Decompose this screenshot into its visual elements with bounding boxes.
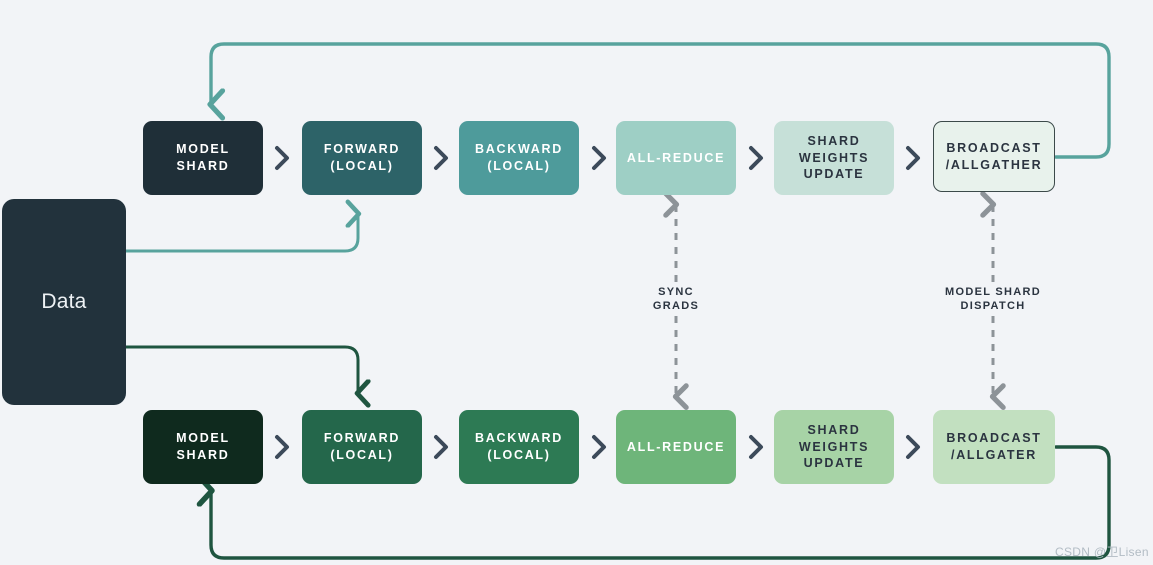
- bottom-model-shard-box[interactable]: MODEL SHARD: [143, 410, 263, 484]
- top-shard-weights-update-box[interactable]: SHARD WEIGHTS UPDATE: [774, 121, 894, 195]
- chevron-right-icon: [272, 143, 294, 173]
- wire-data-to-top-forward: [124, 215, 358, 253]
- wire-data-to-bottom-forward: [124, 345, 358, 392]
- chevron-right-icon: [589, 143, 611, 173]
- bottom-broadcast-allgather-box[interactable]: BROADCAST /ALLGATER: [933, 410, 1055, 484]
- bottom-all-reduce-box[interactable]: ALL-REDUCE: [616, 410, 736, 484]
- chevron-right-icon: [746, 432, 768, 462]
- bottom-forward-local-box[interactable]: FORWARD (LOCAL): [302, 410, 422, 484]
- chevron-right-icon: [431, 432, 453, 462]
- top-broadcast-allgather-box[interactable]: BROADCAST /ALLGATHER: [933, 121, 1055, 192]
- bottom-backward-local-box[interactable]: BACKWARD (LOCAL): [459, 410, 579, 484]
- top-all-reduce-box[interactable]: ALL-REDUCE: [616, 121, 736, 195]
- data-source-box[interactable]: Data: [2, 199, 126, 405]
- model-shard-dispatch-label: MODEL SHARD DISPATCH: [945, 286, 1041, 313]
- chevron-right-icon: [903, 432, 925, 462]
- watermark-text: CSDN @卫Lisen: [1055, 545, 1149, 559]
- top-forward-local-box[interactable]: FORWARD (LOCAL): [302, 121, 422, 195]
- bottom-shard-weights-update-box[interactable]: SHARD WEIGHTS UPDATE: [774, 410, 894, 484]
- chevron-right-icon: [431, 143, 453, 173]
- top-model-shard-box[interactable]: MODEL SHARD: [143, 121, 263, 195]
- top-backward-local-box[interactable]: BACKWARD (LOCAL): [459, 121, 579, 195]
- chevron-right-icon: [903, 143, 925, 173]
- sync-grads-label: SYNC GRADS: [652, 286, 700, 313]
- chevron-right-icon: [589, 432, 611, 462]
- chevron-right-icon: [272, 432, 294, 462]
- chevron-right-icon: [746, 143, 768, 173]
